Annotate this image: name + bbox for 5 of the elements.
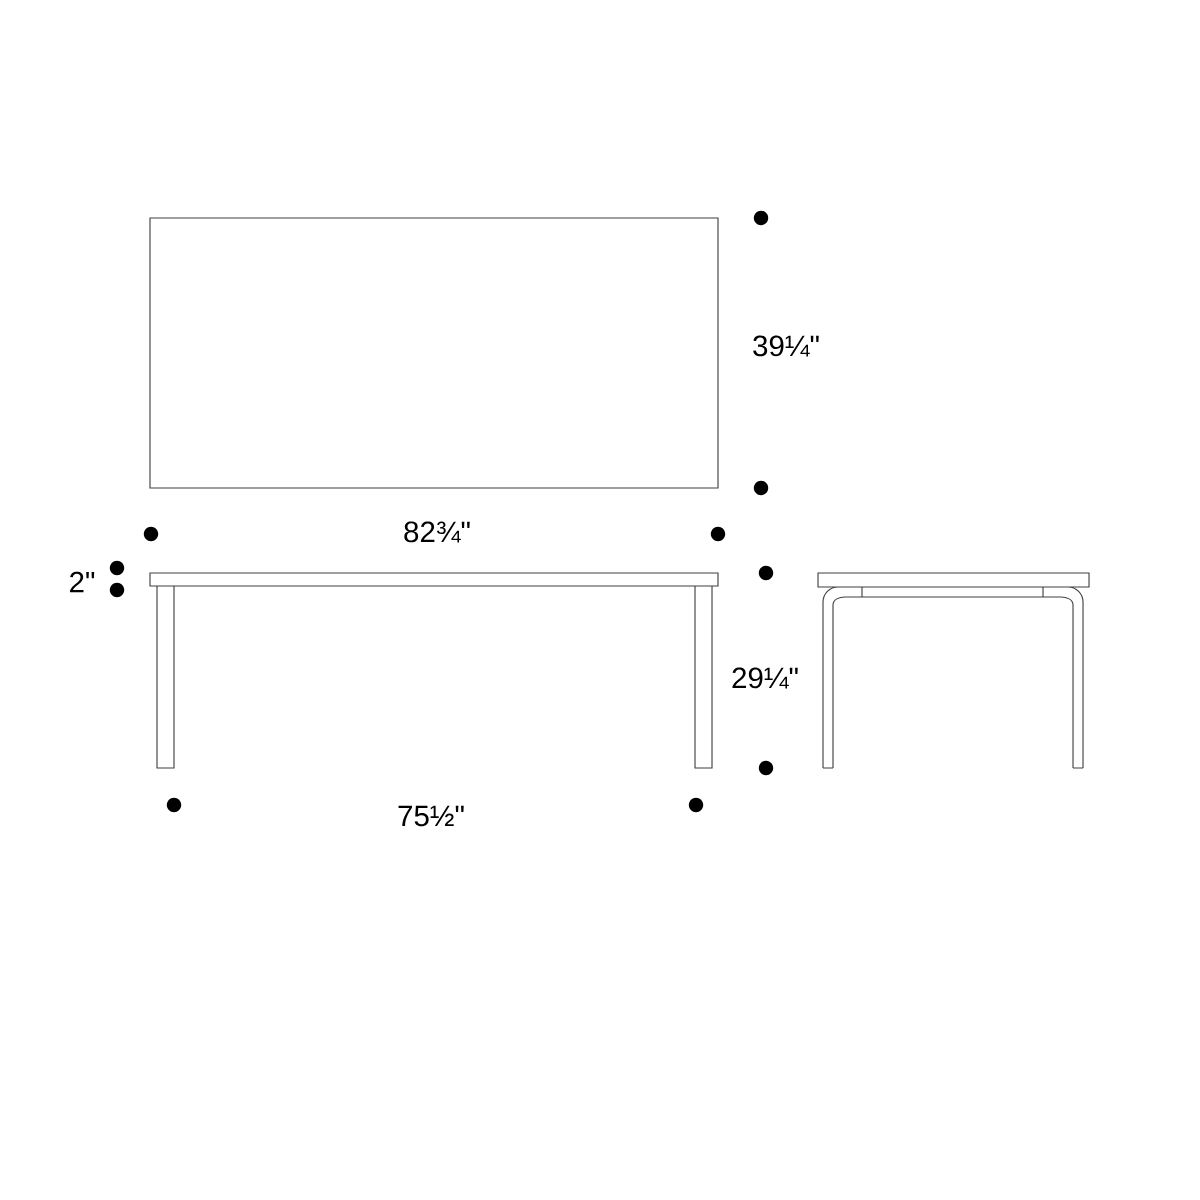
dimension-label: 29¼" <box>732 667 798 689</box>
dimension-label: 82¾" <box>404 521 470 543</box>
dimension-label: 2" <box>70 571 95 593</box>
dimension-label: 75½" <box>398 805 464 827</box>
dimension-label: 39¼" <box>753 335 819 357</box>
